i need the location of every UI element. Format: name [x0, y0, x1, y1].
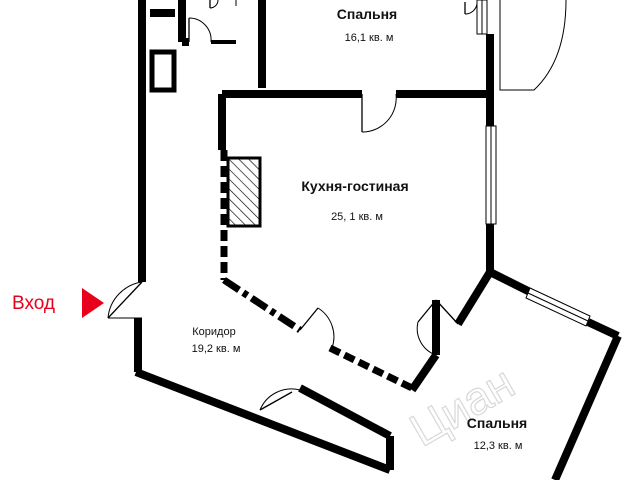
entrance-label: Вход — [12, 293, 55, 314]
room-name-bedroom-top: Спальня — [337, 6, 397, 22]
bedroom-bottom-window — [525, 287, 591, 327]
hatched-column — [226, 156, 262, 228]
bathroom-door-top — [209, 0, 219, 9]
entrance-door — [107, 281, 143, 319]
bedroom-bottom-walls — [408, 268, 622, 480]
room-name-bedroom-bottom: Спальня — [467, 415, 527, 431]
entrance-arrow-icon — [82, 288, 104, 318]
corridor-walls — [134, 278, 394, 474]
bathroom-shaft — [149, 49, 177, 93]
bedroom-top-walls — [218, 34, 494, 150]
bathroom-door — [188, 17, 212, 43]
balcony-top — [464, 0, 567, 91]
storage-door — [259, 388, 301, 434]
bathroom-walls — [138, 0, 266, 278]
room-area-bedroom-bottom: 12,3 кв. м — [474, 440, 523, 452]
room-area-bedroom-top: 16,1 кв. м — [345, 32, 394, 44]
kitchen-partitions — [220, 150, 494, 392]
kitchen-window — [485, 125, 497, 272]
bedroom-top-door — [361, 93, 397, 133]
room-area-corridor: 19,2 кв. м — [192, 343, 241, 355]
room-area-kitchen-living: 25, 1 кв. м — [331, 211, 383, 223]
room-name-kitchen-living: Кухня-гостиная — [301, 178, 408, 194]
bedroom-bottom-door — [416, 299, 459, 356]
room-name-corridor: Коридор — [192, 326, 235, 338]
kitchen-door — [299, 307, 335, 349]
